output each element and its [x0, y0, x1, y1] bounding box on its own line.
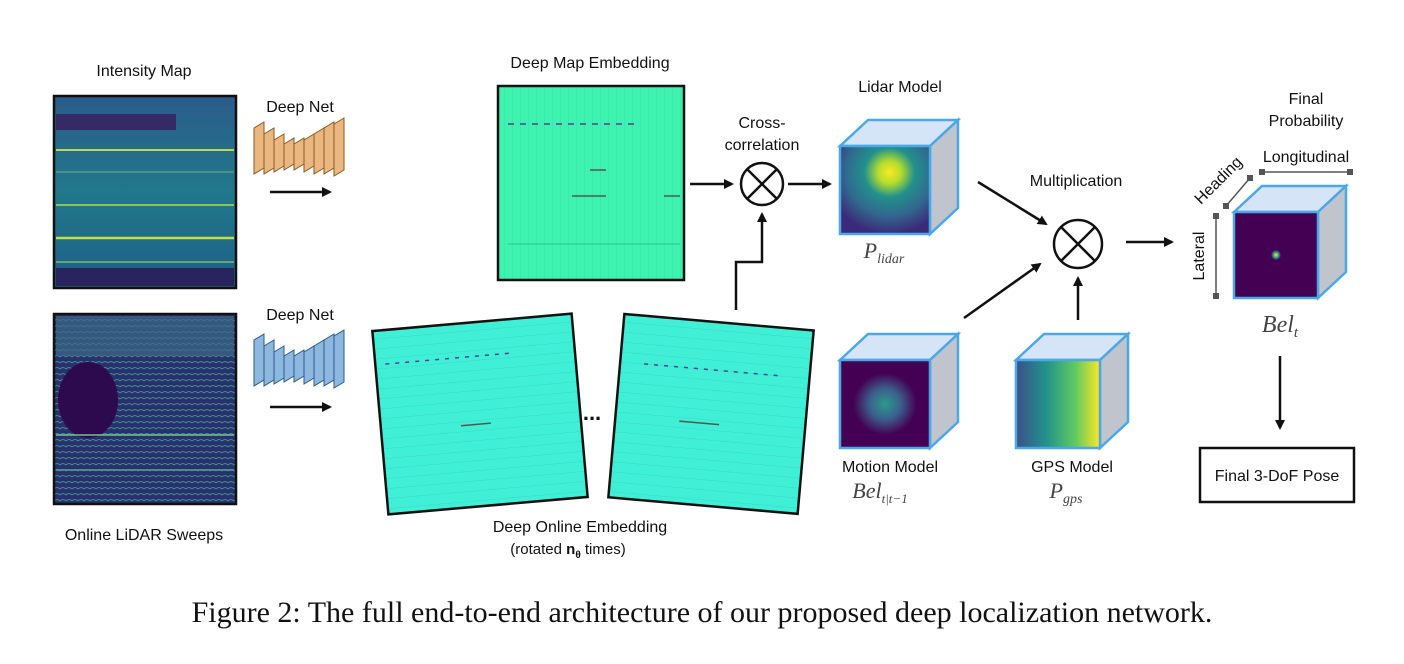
bel-motion-label: Belt|t−1	[852, 478, 907, 506]
motion-to-multiply-arrow	[963, 262, 1042, 320]
multiplication-operator	[1052, 218, 1104, 270]
online-lidar-sweeps-label: Online LiDAR Sweeps	[65, 527, 223, 544]
gps-model-cube	[1012, 331, 1132, 451]
motion-model-label: Motion Model	[842, 459, 938, 476]
deep-net-bottom-label: Deep Net	[266, 307, 334, 324]
ellipsis: ...	[583, 400, 601, 425]
intensity-map-label: Intensity Map	[96, 63, 191, 80]
rotated-times-label: (rotated nθ times)	[510, 541, 625, 561]
deep-online-embedding-2	[606, 312, 816, 516]
final-pose-label: Final 3-DoF Pose	[1215, 468, 1340, 485]
p-lidar-label: Plidar	[863, 238, 905, 267]
online-lidar-sweeps-image	[52, 312, 238, 506]
lidar-model-label: Lidar Model	[858, 79, 942, 96]
intensity-map-image	[52, 94, 238, 290]
deep-net-top-label: Deep Net	[266, 99, 334, 116]
final-pose-box: Final 3-DoF Pose	[1198, 446, 1356, 504]
deep-net-bottom-icon	[253, 329, 345, 389]
motion-model-cube	[836, 331, 962, 451]
longitudinal-axis	[1259, 169, 1353, 175]
longitudinal-label: Longitudinal	[1263, 149, 1349, 166]
deep-map-embedding-label: Deep Map Embedding	[510, 55, 669, 72]
final-probability-label-line2: Probability	[1269, 113, 1344, 130]
deep-online-embedding-label: Deep Online Embedding	[493, 519, 667, 536]
p-gps-label: Pgps	[1049, 478, 1083, 507]
cross-correlation-operator	[739, 161, 785, 207]
lidar-model-cube	[836, 117, 962, 237]
lateral-axis	[1213, 213, 1219, 299]
lidar-to-multiply-arrow	[977, 180, 1048, 226]
deep-online-embedding-1	[371, 312, 589, 516]
bel-t-label: Belt	[1262, 312, 1299, 341]
figure-caption: Figure 2: The full end-to-end architectu…	[191, 596, 1213, 629]
deep-net-top-icon	[253, 117, 345, 177]
heading-label: Heading	[1192, 154, 1246, 208]
cross-correlation-label-line1: Cross-	[738, 115, 785, 132]
gps-model-label: GPS Model	[1031, 459, 1113, 476]
online-to-correlation-arrow	[734, 212, 767, 310]
cross-correlation-label-line2: correlation	[725, 137, 800, 154]
final-probability-label-line1: Final	[1289, 91, 1324, 108]
deep-map-embedding-image	[496, 84, 686, 282]
multiplication-label: Multiplication	[1030, 173, 1122, 190]
heading-axis	[1223, 175, 1253, 209]
final-probability-cube	[1230, 183, 1350, 301]
lateral-label: Lateral	[1191, 232, 1208, 281]
